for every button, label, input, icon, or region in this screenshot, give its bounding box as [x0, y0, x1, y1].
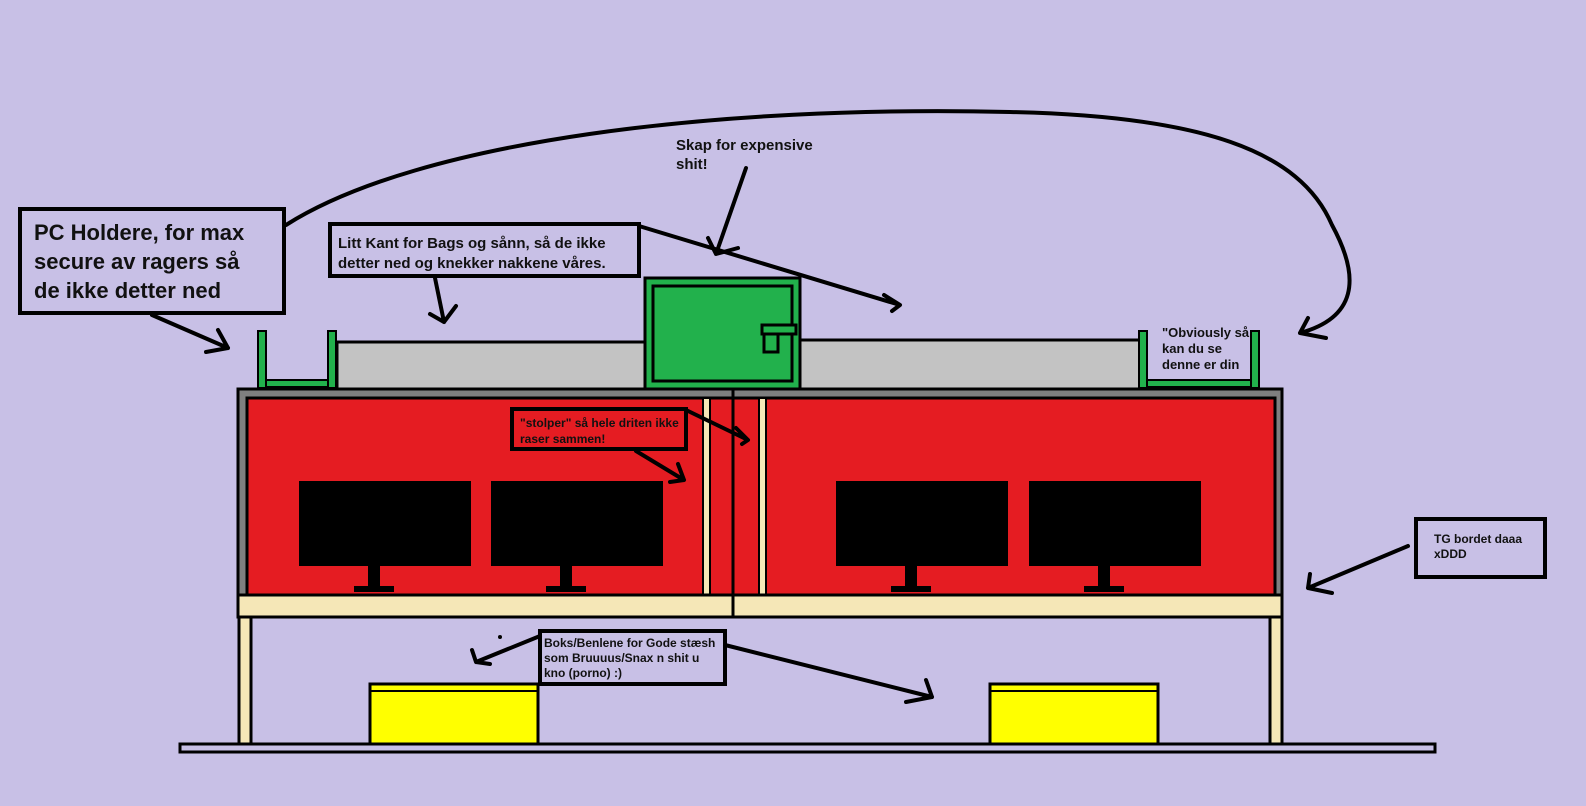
arrow-table [1306, 544, 1410, 595]
pillar-left [702, 397, 711, 596]
boxes-line-2: som Bruuuus/Snax n shit u [544, 651, 699, 665]
desk-leg-right [1268, 615, 1284, 746]
boxes-box [538, 629, 727, 686]
pc-holders-label: PC Holdere, for max secure av ragers så … [34, 220, 250, 303]
monitor-1 [299, 481, 471, 592]
tabletop [236, 593, 1284, 619]
pillars-line-2: raser sammen! [520, 432, 605, 446]
pc-holders-line-2: secure av ragers så [34, 249, 240, 274]
table-line-1: TG bordet daaa [1434, 532, 1522, 546]
bag-edge-line-1: Litt Kant for Bags og sånn, så de ikke [338, 235, 606, 252]
arrow-pillars-1 [684, 408, 750, 446]
arrow-cabinet [706, 166, 748, 256]
arrow-boxes-right [723, 643, 934, 704]
table-box [1414, 517, 1547, 579]
pillars-box [510, 407, 688, 451]
obviously-line-1: "Obviously så [1162, 325, 1250, 340]
boxes-label: Boks/Benlene for Gode stæsh som Bruuuus/… [544, 636, 719, 680]
pc-holders-line-3: de ikke detter ned [34, 278, 221, 303]
pillars-line-1: "stolper" så hele driten ikke [520, 416, 679, 430]
storage-box-left [368, 682, 540, 746]
pillars-label: "stolper" så hele driten ikke raser samm… [520, 416, 682, 446]
floor-line [178, 742, 1437, 754]
bag-edge-shelf-right [798, 338, 1142, 391]
arrow-boxes-left [470, 634, 542, 666]
bag-edge-shelf-left [335, 340, 649, 391]
monitor-4 [1029, 481, 1201, 592]
cabinet-line-1: Skap for expensive [676, 137, 813, 154]
boxes-line-1: Boks/Benlene for Gode stæsh [544, 636, 715, 650]
table-line-2: xDDD [1434, 547, 1467, 561]
storage-box-right [988, 682, 1160, 746]
obviously-label: "Obviously så kan du se denne er din [1162, 325, 1253, 372]
bag-edge-box [328, 222, 641, 278]
bag-edge-line-2: detter ned og knekker nakkene våres. [338, 255, 606, 272]
obviously-line-2: kan du se [1162, 341, 1222, 356]
monitor-3 [836, 481, 1008, 592]
arrow-pc-holders [150, 313, 230, 354]
pillar-right [758, 397, 767, 596]
boxes-line-3: kno (porno) :) [544, 666, 622, 680]
desk-leg-left [237, 615, 253, 746]
pc-holders-line-1: PC Holdere, for max [34, 220, 245, 245]
arrow-obviously-curve [284, 109, 1352, 340]
arrow-bag-edge [428, 276, 458, 324]
arrow-bag-edge-right [637, 224, 902, 313]
monitor-2 [491, 481, 663, 592]
cabinet [643, 276, 802, 391]
arrow-pillars-2 [634, 449, 686, 484]
bag-edge-label: Litt Kant for Bags og sånn, så de ikke d… [338, 235, 610, 272]
cabinet-label: Skap for expensive shit! [676, 137, 817, 173]
table-label: TG bordet daaa xDDD [1434, 532, 1525, 561]
cabinet-line-2: shit! [676, 156, 708, 173]
obviously-line-3: denne er din [1162, 357, 1239, 372]
